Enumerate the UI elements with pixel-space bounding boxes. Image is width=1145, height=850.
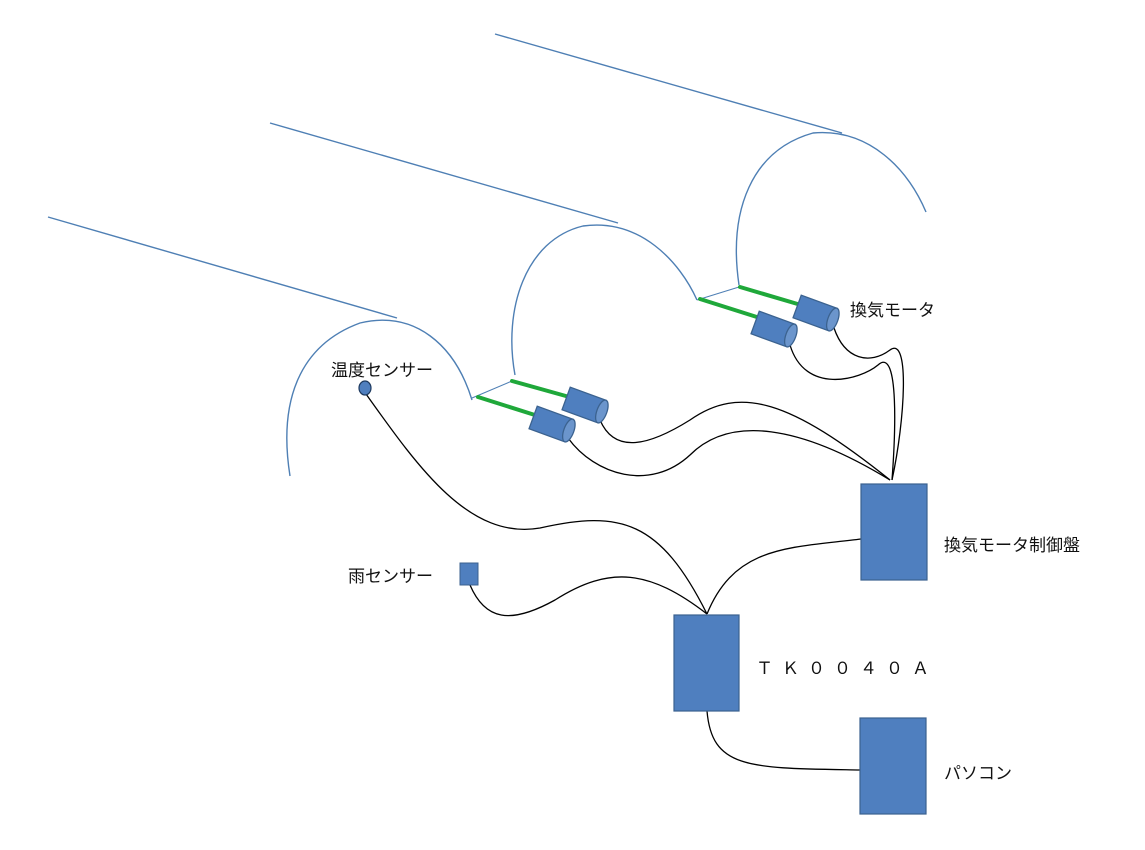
temp-sensor-label: 温度センサー bbox=[331, 361, 433, 381]
shaft-lower-left-1 bbox=[476, 395, 540, 418]
cable-panel-controller bbox=[706, 538, 862, 615]
cylinder-motor-icon bbox=[792, 294, 840, 332]
cables bbox=[365, 327, 905, 771]
cylinder-motor-icon bbox=[561, 386, 609, 424]
shaft-upper-right-2 bbox=[738, 285, 803, 307]
cable-motor-4 bbox=[789, 344, 896, 481]
roof-ridge-line-2 bbox=[269, 122, 619, 224]
vent-shafts bbox=[476, 285, 803, 418]
circle-sensor-icon bbox=[358, 380, 372, 396]
greenhouse-outlines bbox=[47, 33, 927, 477]
cable-motor-3 bbox=[833, 327, 905, 481]
vent-motor-label: 換気モータ bbox=[850, 301, 935, 321]
cable-motor-2 bbox=[567, 430, 891, 481]
vent-motor-panel-box bbox=[860, 483, 928, 581]
motors bbox=[528, 294, 840, 443]
greenhouse-arch-2 bbox=[511, 224, 698, 376]
cable-controller-pc bbox=[706, 710, 861, 771]
shaft-upper-right-1 bbox=[698, 297, 762, 320]
greenhouse-arch-1 bbox=[286, 319, 473, 477]
controller-box bbox=[673, 614, 740, 712]
rain-sensor-label: 雨センサー bbox=[348, 567, 433, 587]
square-sensor-icon bbox=[459, 562, 479, 586]
cylinder-motor-icon bbox=[528, 405, 576, 443]
pc-box bbox=[859, 717, 927, 815]
cable-motor-1 bbox=[599, 401, 891, 481]
pc-label: パソコン bbox=[944, 764, 1012, 784]
greenhouse-arch-3 bbox=[735, 131, 927, 286]
roof-ridge-line-3 bbox=[494, 33, 843, 134]
cable-temp-sensor bbox=[365, 393, 708, 615]
roof-ridge-line-1 bbox=[47, 216, 398, 319]
controller-label: ＴＫ００４０Ａ bbox=[756, 659, 938, 679]
cable-rain-sensor bbox=[469, 576, 708, 617]
shaft-lower-left-2 bbox=[510, 379, 575, 400]
vent-motor-panel-label: 換気モータ制御盤 bbox=[944, 536, 1080, 556]
cylinder-motor-icon bbox=[750, 310, 798, 348]
